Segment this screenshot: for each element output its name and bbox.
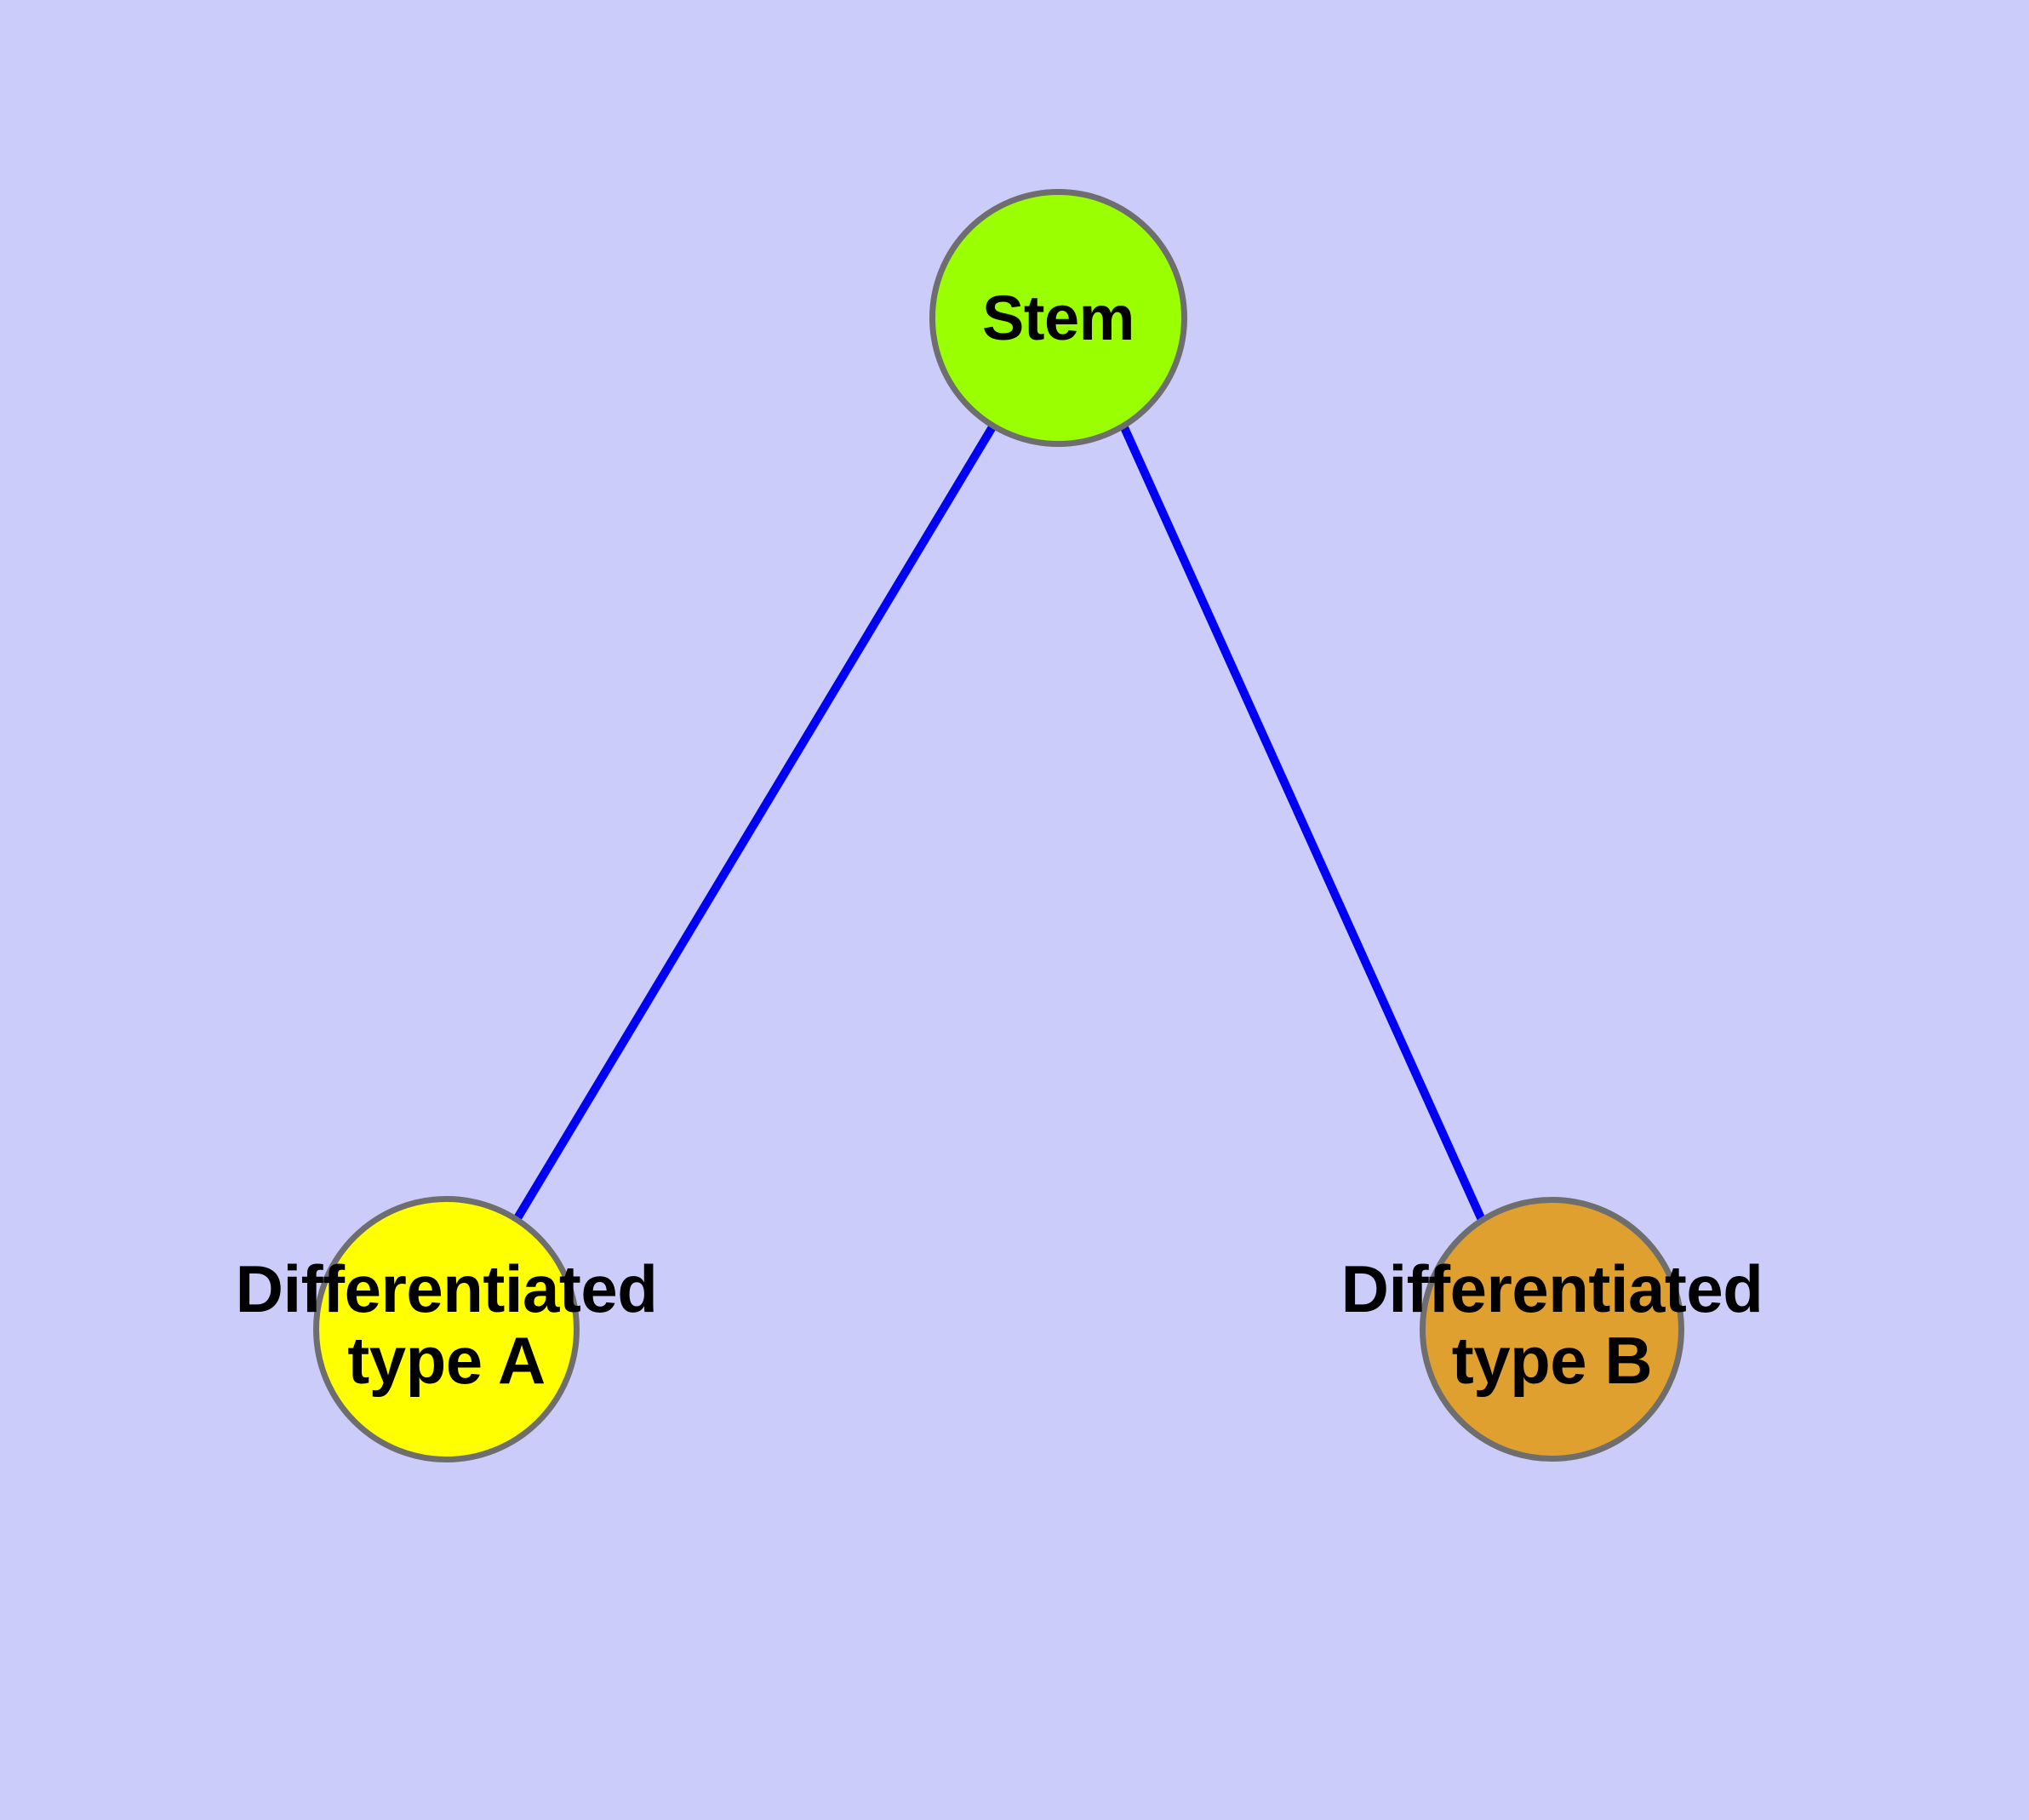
node-stem-label: Stem (982, 282, 1135, 353)
node-stem[interactable]: Stem (929, 189, 1187, 447)
edge-stem-to-diff-b (1119, 423, 1486, 1222)
node-differentiated-type-a[interactable]: Differentiated type A (236, 1196, 658, 1462)
edge-stem-to-diff-a (513, 423, 997, 1221)
node-differentiated-type-b[interactable]: Differentiated type B (1341, 1197, 1763, 1462)
